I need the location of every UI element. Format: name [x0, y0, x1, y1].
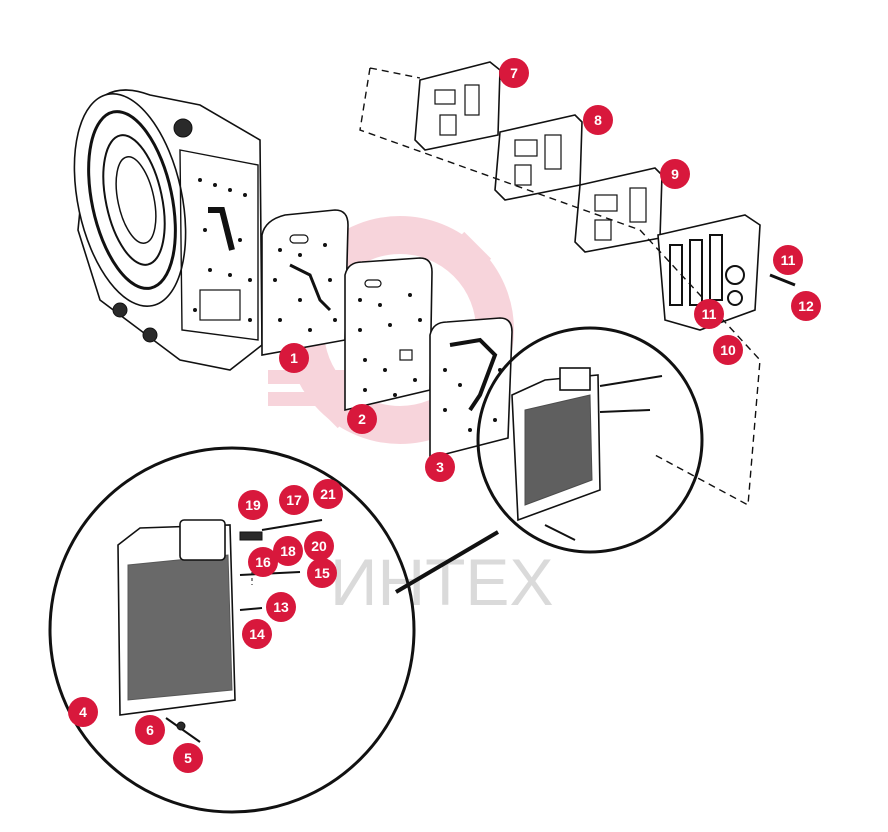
- callout-9: 9: [660, 159, 690, 189]
- callout-10: 10: [713, 335, 743, 365]
- callout-11a: 11: [694, 299, 724, 329]
- callout-2: 2: [347, 404, 377, 434]
- callout-15: 15: [307, 558, 337, 588]
- svg-text:8: 8: [594, 112, 602, 128]
- svg-text:9: 9: [671, 166, 679, 182]
- svg-text:4: 4: [79, 704, 87, 720]
- callout-17: 17: [279, 485, 309, 515]
- svg-text:7: 7: [510, 65, 518, 81]
- callout-14: 14: [242, 619, 272, 649]
- callout-21: 21: [313, 479, 343, 509]
- svg-text:19: 19: [245, 497, 261, 513]
- callout-8: 8: [583, 105, 613, 135]
- svg-text:11: 11: [781, 252, 796, 268]
- svg-text:6: 6: [146, 722, 154, 738]
- callout-18: 18: [273, 536, 303, 566]
- callout-12: 12: [791, 291, 821, 321]
- detail-circle-right: [476, 326, 704, 554]
- callout-16: 16: [248, 547, 278, 577]
- valve-body-assembly: [657, 214, 796, 331]
- svg-text:16: 16: [255, 554, 271, 570]
- callout-3: 3: [425, 452, 455, 482]
- svg-text:1: 1: [290, 350, 298, 366]
- svg-text:2: 2: [358, 411, 366, 427]
- callout-6: 6: [135, 715, 165, 745]
- transmission-housing: [73, 89, 263, 371]
- svg-text:13: 13: [273, 599, 289, 615]
- connector-line: [394, 530, 500, 594]
- svg-text:20: 20: [311, 538, 327, 554]
- circuit-board-8: [494, 114, 583, 201]
- circuit-board-7: [414, 61, 501, 151]
- svg-text:15: 15: [314, 565, 330, 581]
- separator-plate-3: [429, 317, 513, 460]
- separator-plate-2: [344, 257, 433, 412]
- svg-text:11: 11: [702, 306, 717, 322]
- separator-plate-1: [261, 209, 349, 356]
- svg-text:18: 18: [280, 543, 296, 559]
- callout-1: 1: [279, 343, 309, 373]
- svg-text:14: 14: [249, 626, 265, 642]
- callout-20: 20: [304, 531, 334, 561]
- callout-7: 7: [499, 58, 529, 88]
- dashed-outline: [359, 67, 761, 507]
- callout-13: 13: [266, 592, 296, 622]
- watermark-text: ИНТЕХ: [330, 545, 553, 619]
- callout-19: 19: [238, 490, 268, 520]
- detail-circle-left: [48, 446, 416, 814]
- svg-text:12: 12: [798, 298, 814, 314]
- svg-text:3: 3: [436, 459, 444, 475]
- svg-text:10: 10: [720, 342, 736, 358]
- svg-text:17: 17: [286, 492, 302, 508]
- callout-11b: 11: [773, 245, 803, 275]
- svg-text:5: 5: [184, 750, 192, 766]
- svg-text:21: 21: [320, 486, 336, 502]
- callout-4: 4: [68, 697, 98, 727]
- callout-5: 5: [173, 743, 203, 773]
